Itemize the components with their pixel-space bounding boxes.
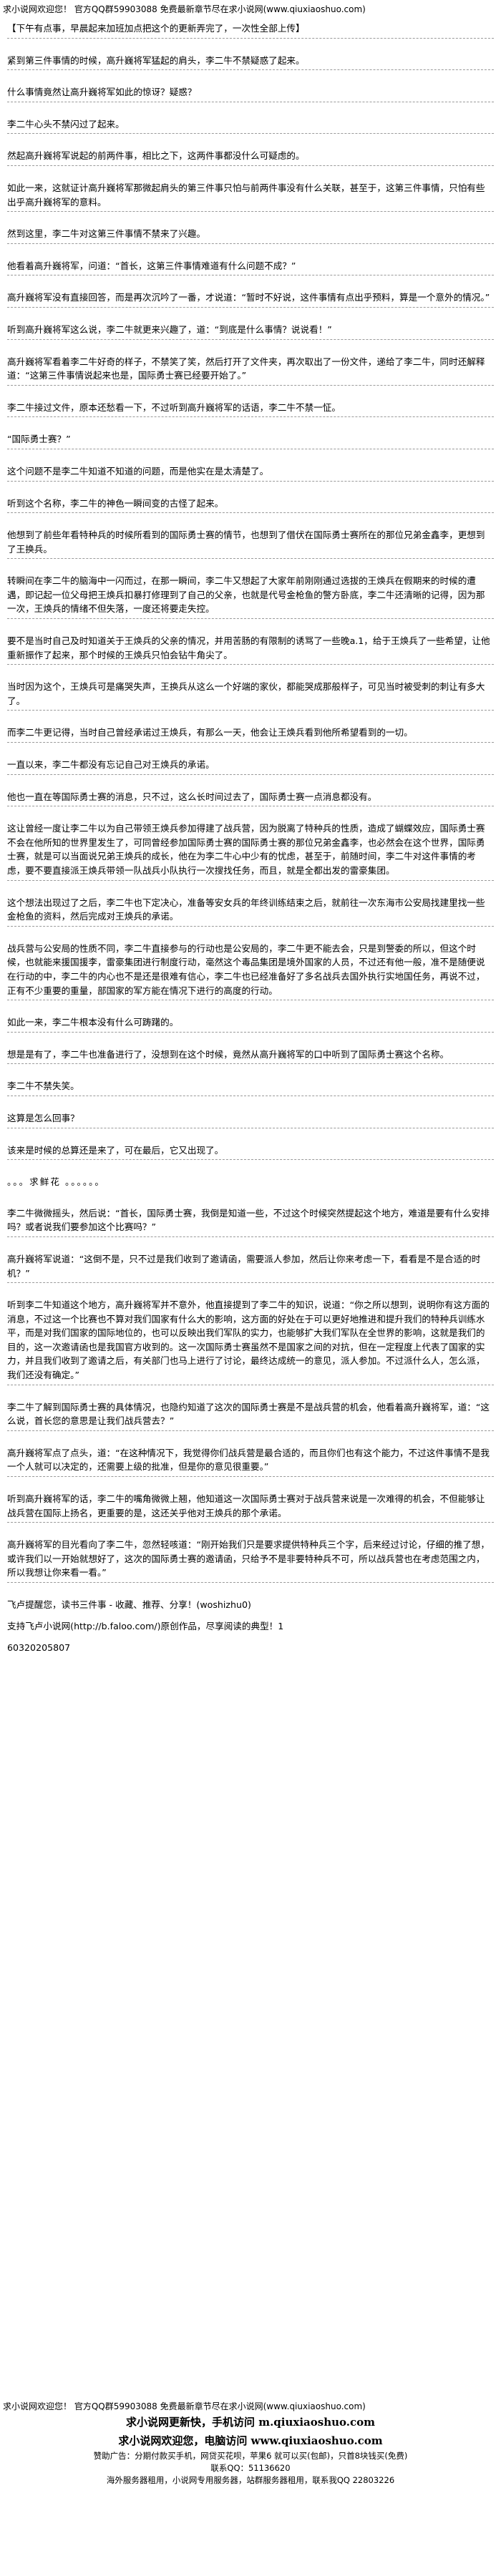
chapter-tail-text: 60320205807 bbox=[7, 1642, 71, 1653]
footer-notice: 求小说网欢迎您！ 官方QQ群59903088 免费最新章节尽在求小说网(www.… bbox=[3, 2401, 366, 2411]
chapter-paragraph: 高升巍将军没有直接回答，而是再次沉吟了一番，才说道：“暂时不好说，这件事情有点出… bbox=[7, 291, 494, 308]
chapter-paragraph: 高升巍将军看着李二牛好奇的样子，不禁笑了笑，然后打开了文件夹，再次取出了一份文件… bbox=[7, 355, 494, 386]
chapter-paragraph: 转瞬间在李二牛的脑海中一闪而过，在那一瞬间，李二牛又想起了大家年前刚刚通过选拔的… bbox=[7, 574, 494, 620]
source-link[interactable]: 支持飞卢小说网(http://b.faloo.com/)原创作品，尽享阅读的典型… bbox=[7, 1621, 284, 1631]
chapter-paragraph: 一直以来，李二牛都没有忘记自己对王焕兵的承诺。 bbox=[7, 758, 494, 775]
server-ad: 海外服务器租用，小说网专用服务器，站群服务器租用，联系我QQ 22803226 bbox=[106, 2475, 395, 2485]
contact-qq: 联系QQ：51136620 bbox=[210, 2463, 291, 2473]
chapter-paragraph: 李二牛接过文件，原本还愁看一下，不过听到高升巍将军的话语，李二牛不禁一怔。 bbox=[7, 401, 494, 418]
chapter-paragraph: 该来是时候的总算还是来了，可在最后，它又出现了。 bbox=[7, 1143, 494, 1161]
chapter-paragraph: 【下午有点事，早晨起来加班加点把这个的更新弄完了，一次性全部上传】 bbox=[7, 21, 494, 39]
chapter-paragraph: 要不是当时自己及时知道关于王焕兵的父亲的情况，并用苦肠的有限制的诱骂了一些晚a.… bbox=[7, 634, 494, 665]
chapter-paragraph: 李二牛心头不禁闪过了起来。 bbox=[7, 117, 494, 135]
chapter-paragraph: 这算是怎么回事？ bbox=[7, 1111, 494, 1128]
chapter-paragraph: 他也一直在等国际勇士赛的消息，只不过，这么长时间过去了，国际勇士赛一点消息都没有… bbox=[7, 790, 494, 807]
chapter-paragraph: 听到高升巍将军这么说，李二牛就更来兴趣了，道：“到底是什么事情？说说看！” bbox=[7, 323, 494, 340]
site-header: 求小说网欢迎您！ 官方QQ群59903088 免费最新章节尽在求小说网(www.… bbox=[0, 0, 501, 16]
chapter-paragraph: 他想到了前些年看特种兵的时候所看到的国际勇士赛的情节，也想到了借伏在国际勇士赛所… bbox=[7, 528, 494, 560]
chapter-paragraph: 听到李二牛知道这个地方，高升巍将军并不意外，他直接提到了李二牛的知识，说道：“你… bbox=[7, 1298, 494, 1385]
chapter-paragraph: 然到这里，李二牛对这第三件事情不禁来了兴趣。 bbox=[7, 227, 494, 244]
chapter-paragraph: 李二牛了解到国际勇士赛的具体情况，也隐约知道了这次的国际勇士赛是不是战兵营的机会… bbox=[7, 1400, 494, 1431]
header-notice: 求小说网欢迎您！ 官方QQ群59903088 免费最新章节尽在求小说网(www.… bbox=[3, 4, 366, 14]
mobile-link[interactable]: 求小说网更新快，手机访问 m.qiuxiaoshuo.com bbox=[125, 2416, 375, 2429]
chapter-paragraph: 想是是有了，李二牛也准备进行了，没想到在这个时候，竟然从高升巍将军的口中听到了国… bbox=[7, 1048, 494, 1065]
chapter-paragraph: 高升巍将军的目光看向了李二牛，忽然轻咳道：“刚开始我们只是要求提供特种兵三个字，… bbox=[7, 1538, 494, 1583]
chapter-paragraph: “国际勇士赛？” bbox=[7, 432, 494, 449]
chapter-content: 【下午有点事，早晨起来加班加点把这个的更新弄完了，一次性全部上传】紧到第三件事情… bbox=[0, 16, 501, 1655]
chapter-paragraph: 什么事情竟然让高升巍将军如此的惊讶？疑惑？ bbox=[7, 85, 494, 102]
chapter-paragraph: 听到高升巍将军的话，李二牛的嘴角微微上翘，他知道这一次国际勇士赛对于战兵营来说是… bbox=[7, 1492, 494, 1523]
chapter-paragraph: 紧到第三件事情的时候，高升巍将军猛起的肩头，李二牛不禁疑惑了起来。 bbox=[7, 54, 494, 71]
chapter-paragraph: 战兵营与公安局的性质不同，李二牛直接参与的行动也是公安局的，李二牛更不能去会，只… bbox=[7, 942, 494, 1001]
desktop-link[interactable]: 求小说网欢迎您，电脑访问 www.qiuxiaoshuo.com bbox=[118, 2434, 383, 2447]
chapter-paragraph: 如此一来，李二牛根本没有什么可踌躇的。 bbox=[7, 1015, 494, 1033]
site-footer: 求小说网欢迎您！ 官方QQ群59903088 免费最新章节尽在求小说网(www.… bbox=[0, 2397, 501, 2487]
chapter-paragraph: 李二牛微微摇头，然后说：“首长，国际勇士赛，我倒是知道一些，不过这个时候突然提起… bbox=[7, 1206, 494, 1237]
chapter-paragraph: 这个问题不是李二牛知道不知道的问题，而是他实在是太清楚了。 bbox=[7, 464, 494, 482]
chapter-paragraph: 当时因为这个，王焕兵可是痛哭失声，王换兵从这么一个好端的家伙，都能哭成那般样子，… bbox=[7, 680, 494, 711]
chapter-paragraph: 如此一来，这就证计高升巍将军那微起肩头的第三件事只怕与前两件事没有什么关联，甚至… bbox=[7, 181, 494, 213]
chapter-paragraph: 然起高升巍将军说起的前两件事，相比之下，这两件事都没什么可疑虑的。 bbox=[7, 149, 494, 166]
chapter-paragraph: 这个想法出现过了之后，李二牛也下定决心，准备等安女兵的年终训练结束之后，就前往一… bbox=[7, 896, 494, 927]
chapter-paragraph: 高升巍将军点了点头，道：“在这种情况下，我觉得你们战兵营是最合适的，而且你们也有… bbox=[7, 1446, 494, 1478]
chapter-paragraph: 听到这个名称，李二牛的神色一瞬间变的古怪了起来。 bbox=[7, 497, 494, 514]
chapter-paragraph: 。。。求鲜花 。。。。。。 bbox=[7, 1176, 106, 1188]
sponsor-ad: 赞助广告：分期付款买手机，网贷买花呗，苹果6 就可以买(包邮)，只首8块钱买(免… bbox=[93, 2451, 408, 2461]
chapter-tail-text: 飞卢提醒您，读书三件事 - 收藏、推荐、分享！(woshizhu0) bbox=[7, 1599, 251, 1610]
chapter-paragraph: 这让曾经一度让李二牛以为自己带领王焕兵参加得建了战兵营，因为脱离了特种兵的性质，… bbox=[7, 821, 494, 881]
chapter-paragraph: 而李二牛更记得，当时自己曾经承诺过王焕兵，有那么一天，他会让王焕兵看到他所希望看… bbox=[7, 726, 494, 743]
chapter-paragraph: 他看着高升巍将军，问道：“首长，这第三件事情难道有什么问题不成？” bbox=[7, 259, 494, 276]
chapter-paragraph: 高升巍将军说道：“这倒不是，只不过是我们收到了邀请函，需要派人参加，然后让你来考… bbox=[7, 1252, 494, 1284]
chapter-paragraph: 李二牛不禁失笑。 bbox=[7, 1079, 494, 1096]
